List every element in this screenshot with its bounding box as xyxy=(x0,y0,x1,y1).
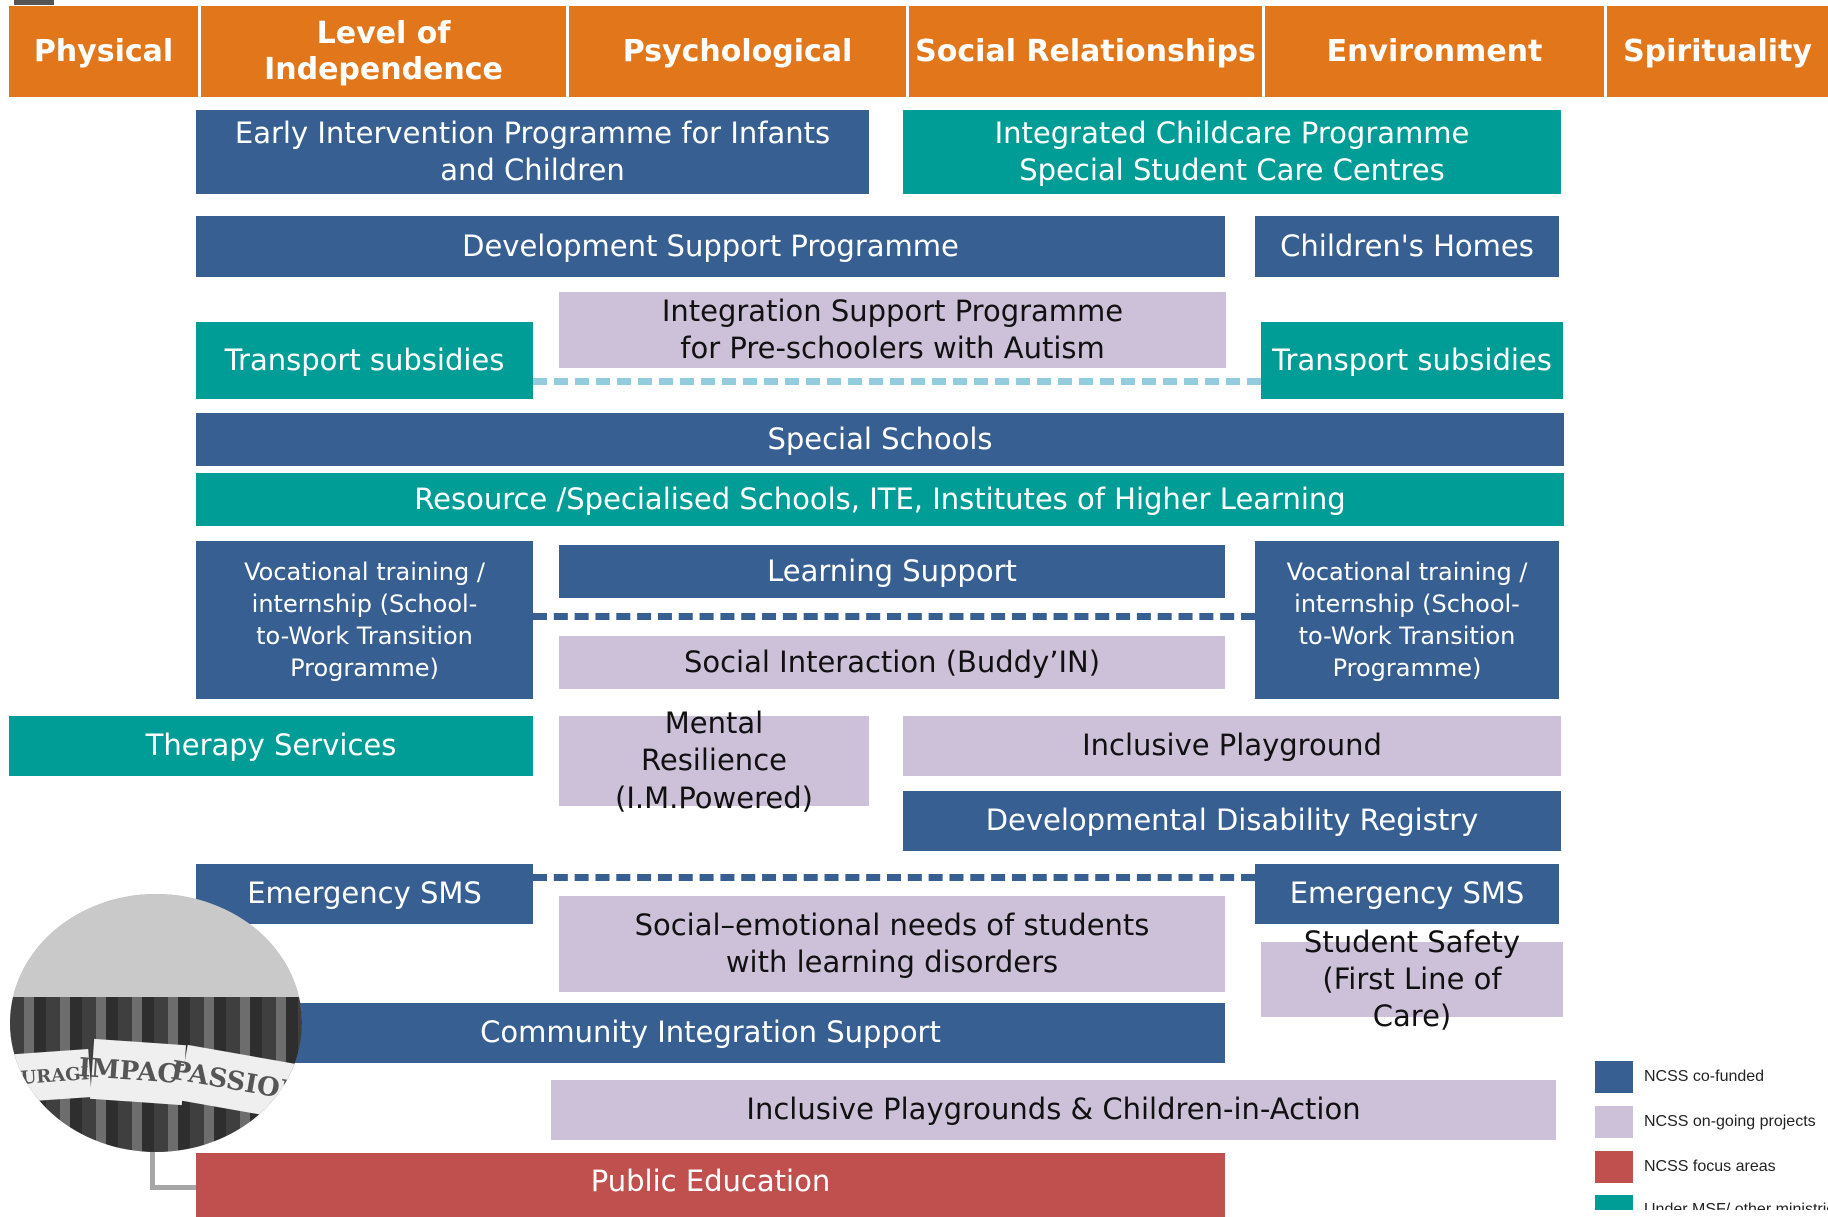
legend-swatch xyxy=(1595,1151,1633,1183)
inclusive-playgrounds-cia-box: Inclusive Playgrounds & Children-in-Acti… xyxy=(551,1080,1556,1140)
legend-item: NCSS on-going projects xyxy=(1595,1106,1816,1138)
community-integration-box: Community Integration Support xyxy=(196,1003,1225,1063)
header-social-relationships: Social Relationships xyxy=(909,6,1262,97)
inclusive-playground-box: Inclusive Playground xyxy=(903,716,1561,776)
transport-dashed-connector xyxy=(533,378,1261,385)
photo-connector-line-horizontal xyxy=(150,1185,196,1190)
legend-item: Under MSF/ other ministries xyxy=(1595,1195,1828,1210)
header-environment: Environment xyxy=(1265,6,1604,97)
header-level-of-independence: Level of Independence xyxy=(201,6,566,97)
legend-item: NCSS co-funded xyxy=(1595,1061,1764,1093)
legend-swatch xyxy=(1595,1195,1633,1210)
integration-support-box: Integration Support Programme for Pre-sc… xyxy=(559,292,1226,368)
development-support-box: Development Support Programme xyxy=(196,216,1225,277)
legend-swatch xyxy=(1595,1061,1633,1093)
photo-connector-line xyxy=(150,1140,155,1190)
legend-label: NCSS focus areas xyxy=(1644,1158,1776,1175)
integrated-childcare-label: Integrated Childcare Programme xyxy=(994,115,1470,150)
emergency-sms-left: Emergency SMS xyxy=(196,864,533,924)
legend-label: NCSS on-going projects xyxy=(1644,1113,1816,1130)
learning-support-box: Learning Support xyxy=(559,545,1225,598)
logo-bar xyxy=(14,0,54,5)
special-student-care-label: Special Student Care Centres xyxy=(1019,153,1445,187)
header-psychological: Psychological xyxy=(569,6,906,97)
legend-item: NCSS focus areas xyxy=(1595,1151,1776,1183)
special-schools-box: Special Schools xyxy=(196,413,1564,466)
mental-resilience-box: Mental Resilience (I.M.Powered) xyxy=(559,706,869,815)
resource-schools-box: Resource /Specialised Schools, ITE, Inst… xyxy=(196,473,1564,526)
header-spirituality: Spirituality xyxy=(1607,6,1828,97)
community-photo-icon: OURAGI IMPACT PASSION xyxy=(10,894,302,1152)
early-intervention-box: Early Intervention Programme for Infants… xyxy=(196,110,869,194)
therapy-services-box: Therapy Services xyxy=(9,716,533,776)
vocational-training-right: Vocational training / internship (School… xyxy=(1255,541,1559,699)
transport-subsidies-left: Transport subsidies xyxy=(196,322,533,399)
social-emotional-box: Social–emotional needs of students with … xyxy=(559,896,1225,992)
student-safety-box: Student Safety (First Line of Care) xyxy=(1261,925,1563,1033)
childrens-homes-box: Children's Homes xyxy=(1255,216,1559,277)
header-physical: Physical xyxy=(9,6,198,97)
emergency-dashed-connector xyxy=(533,874,1255,881)
legend-swatch xyxy=(1595,1106,1633,1138)
vocational-training-left: Vocational training / internship (School… xyxy=(196,541,533,699)
developmental-disability-registry-box: Developmental Disability Registry xyxy=(903,791,1561,851)
legend-label: Under MSF/ other ministries xyxy=(1644,1201,1828,1210)
emergency-sms-right: Emergency SMS xyxy=(1255,864,1559,924)
legend-label: NCSS co-funded xyxy=(1644,1068,1765,1085)
public-education-box: Public Education xyxy=(196,1153,1225,1217)
integrated-childcare-box: Integrated Childcare Programme Special S… xyxy=(903,110,1561,194)
vocational-dashed-connector xyxy=(533,613,1255,620)
transport-subsidies-right: Transport subsidies xyxy=(1261,322,1563,399)
social-interaction-box: Social Interaction (Buddy’IN) xyxy=(559,636,1225,689)
